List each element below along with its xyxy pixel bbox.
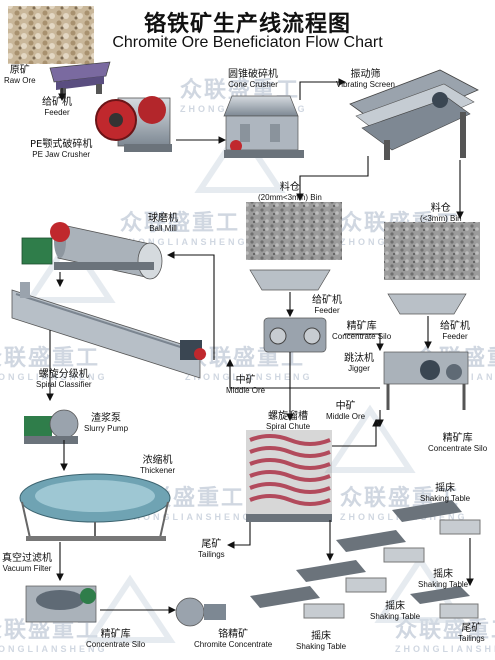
bin-right-ore [384, 222, 480, 280]
bin-right-hopper [387, 293, 467, 315]
thickener-machine [19, 473, 171, 541]
shaking-table-5-machine [410, 586, 479, 619]
label-bin-right: 料仓(<3mm) Bin [420, 203, 462, 224]
label-bin-left-en: Bin [310, 193, 322, 202]
vacuum-filter-machine [25, 585, 97, 623]
raw-ore-pile [8, 6, 94, 64]
label-bin-right-en: Bin [450, 214, 462, 223]
vibrating-screen-machine [349, 69, 479, 160]
flow-arrows [46, 78, 474, 614]
shaking-table-1-machine [392, 500, 481, 535]
bin-left-hopper [249, 269, 331, 291]
label-bin-left: 料仓(20mm<3mm) Bin [258, 182, 322, 203]
feeder-top-machine [49, 61, 111, 98]
chromite-concentrate-pump [175, 597, 226, 627]
shaking-table-4-machine [250, 586, 345, 619]
page-title: 铬铁矿生产线流程图 [143, 12, 351, 37]
shaking-table-2-machine [336, 530, 425, 563]
spiral-classifier-machine [11, 282, 206, 379]
label-bin-left-size: (20mm<3mm) [258, 193, 309, 202]
jigger-machine [383, 351, 469, 410]
label-bin-right-size: (<3mm) [420, 214, 448, 223]
feeder-mid-machine [263, 317, 327, 353]
page-subtitle: Chromite Ore Beneficiaton Flow Chart [112, 34, 383, 51]
shaking-table-3-machine [296, 560, 387, 593]
ball-mill-machine [21, 222, 163, 280]
slurry-pump-machine [24, 409, 79, 444]
jaw-crusher-machine [95, 96, 172, 152]
bin-left-ore [246, 202, 342, 260]
cone-crusher-machine [223, 95, 304, 158]
spiral-chute-machine [246, 430, 332, 522]
